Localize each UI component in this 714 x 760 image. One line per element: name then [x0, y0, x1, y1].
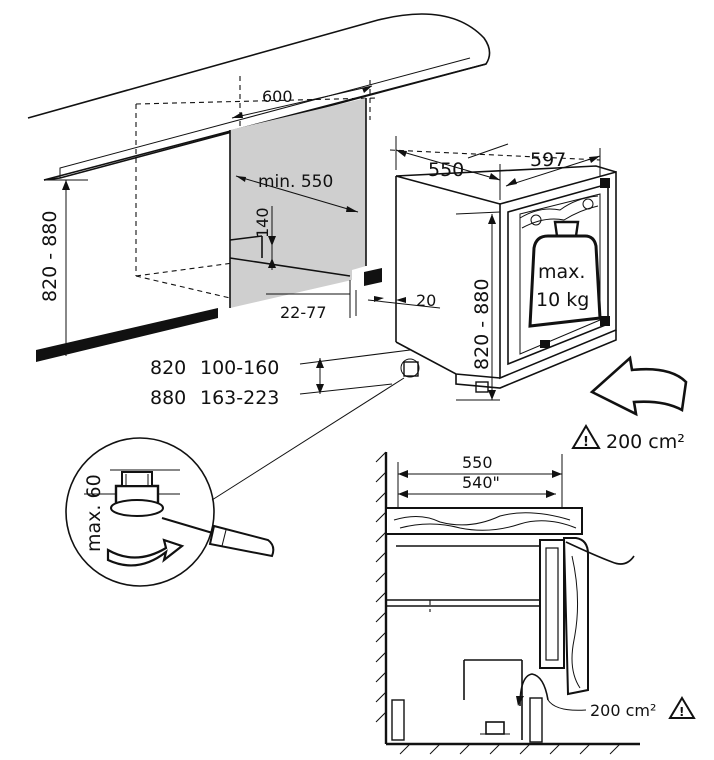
plinth-row-2-height: 880 [150, 387, 186, 409]
dim-appliance-width: 597 [467, 143, 601, 187]
dim-min-550-label: min. 550 [258, 172, 333, 192]
dim-appliance-depth: 550 [395, 136, 501, 200]
section-view [375, 451, 640, 755]
plinth-row-2-range: 163-223 [200, 387, 279, 409]
dim-820-880-right-label: 820 - 880 [471, 279, 493, 370]
svg-text:!: ! [583, 435, 589, 450]
dim-section-depth: 550 540" [397, 453, 563, 508]
screwdriver-icon [161, 517, 275, 558]
dim-plinth-depth: 22-77 [266, 280, 357, 322]
foot-detail: max. 60 [65, 377, 405, 587]
foot-adjust-label: max. 60 [83, 474, 105, 552]
load-limit-line2: 10 kg [536, 289, 589, 311]
svg-text:!: ! [679, 705, 684, 719]
plinth-table: 820 100-160 880 163-223 [150, 349, 411, 409]
appliance [395, 165, 617, 393]
warning-top: ! 200 cm² [571, 424, 685, 453]
dim-597-label: 597 [530, 149, 566, 171]
plinth-row-1-range: 100-160 [200, 357, 279, 379]
dim-140-label: 140 [253, 207, 272, 238]
plinth-strips [36, 268, 382, 362]
dim-min-depth: min. 550 [235, 172, 359, 213]
airflow-arrow-icon [589, 355, 688, 417]
dim-vent-height: 140 [253, 206, 276, 270]
vent-bottom-area-label: 200 cm² [590, 701, 656, 720]
dim-niche-height: 820 - 880 [39, 179, 88, 356]
load-limit-line1: max. [538, 261, 585, 283]
warning-triangle-icon: ! [571, 424, 601, 450]
dim-plinth-gap: 20 [367, 291, 441, 310]
dim-600-label: 600 [262, 87, 293, 106]
dim-appliance-height: 820 - 880 [455, 211, 501, 401]
niche-outline [135, 76, 601, 299]
dim-550-label: 550 [428, 159, 464, 181]
plinth-row-1-height: 820 [150, 357, 186, 379]
section-550-label: 550 [462, 453, 493, 472]
dim-niche-width: 600 [231, 85, 373, 119]
weight-icon: max. 10 kg [528, 220, 602, 328]
section-540-label: 540" [462, 473, 500, 492]
warning-triangle-icon: ! [668, 696, 696, 719]
dim-20-label: 20 [416, 291, 436, 310]
warning-bottom: 200 cm² ! [590, 696, 696, 720]
vent-top-area-label: 200 cm² [606, 431, 685, 453]
rotate-arrow-icon [106, 538, 185, 567]
niche-back-wall [229, 98, 367, 308]
dim-22-77-label: 22-77 [280, 303, 327, 322]
dim-820-880-left-label: 820 - 880 [39, 211, 61, 302]
